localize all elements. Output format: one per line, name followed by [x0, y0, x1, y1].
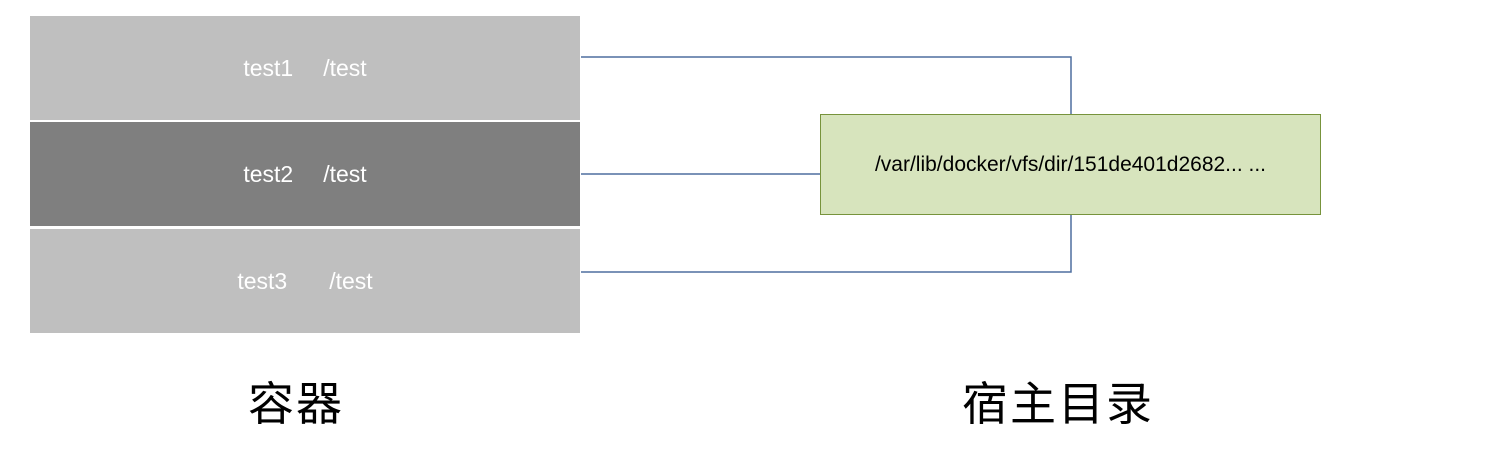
container-name: test3 [237, 267, 288, 294]
container-name: test2 [243, 160, 294, 187]
host-directory-box: /var/lib/docker/vfs/dir/151de401d2682...… [820, 114, 1321, 215]
connector-test3-to-host [581, 215, 1072, 273]
host-directory-path: /var/lib/docker/vfs/dir/151de401d2682...… [874, 152, 1267, 176]
host-directory-caption: 宿主目录 [962, 377, 1154, 431]
container-mount-path: /test [323, 160, 367, 187]
container-row-test3: test3 /test [30, 229, 580, 333]
container-name: test1 [243, 54, 294, 81]
container-row-test1: test1 /test [30, 16, 580, 120]
connector-test1-to-host [581, 56, 1072, 114]
container-mount-path: /test [323, 54, 367, 81]
container-row-test2: test2 /test [30, 122, 580, 226]
containers-caption: 容器 [248, 377, 344, 431]
container-mount-path: /test [329, 267, 373, 294]
